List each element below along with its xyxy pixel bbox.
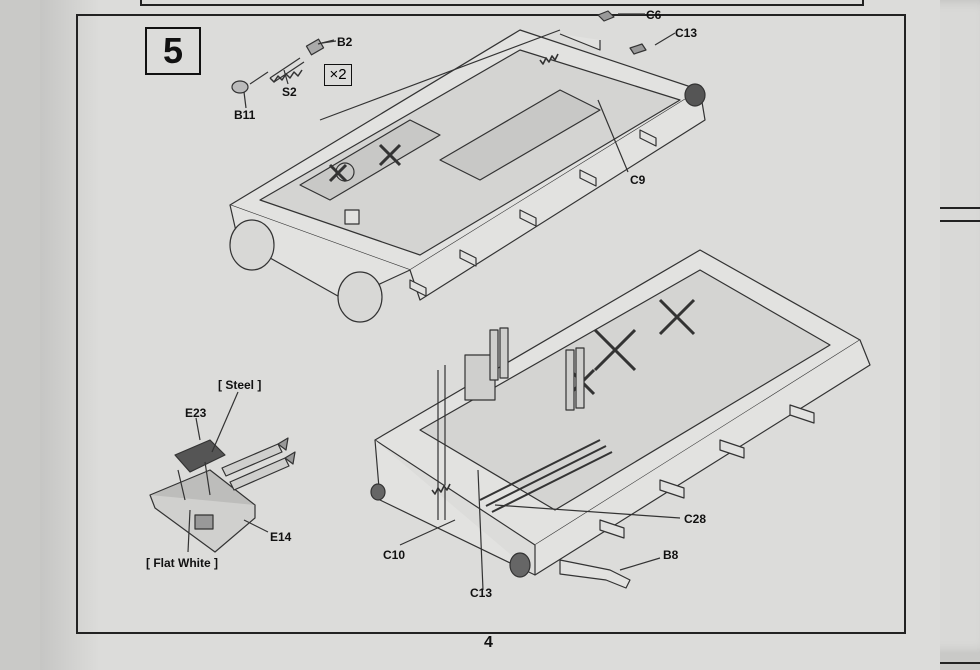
label-c6: C6 bbox=[646, 8, 662, 22]
shell-pair bbox=[221, 437, 296, 491]
ammo-rack-assembly bbox=[149, 437, 296, 553]
upper-hull-assembly bbox=[229, 10, 706, 323]
label-steel: [ Steel ] bbox=[218, 378, 262, 392]
label-e23: E23 bbox=[185, 406, 207, 420]
label-c13-top: C13 bbox=[675, 26, 698, 40]
label-flat-white: [ Flat White ] bbox=[146, 556, 218, 570]
assembly-illustration bbox=[149, 10, 871, 591]
label-s2: S2 bbox=[282, 85, 297, 99]
label-c10: C10 bbox=[383, 548, 406, 562]
label-b2: B2 bbox=[337, 35, 353, 49]
label-c28: C28 bbox=[684, 512, 707, 526]
suspension-arm bbox=[409, 129, 657, 297]
label-b8: B8 bbox=[663, 548, 679, 562]
step-number: 5 bbox=[145, 27, 201, 75]
label-c9: C9 bbox=[630, 173, 646, 187]
page-number: 4 bbox=[484, 634, 493, 651]
page-shadow bbox=[40, 0, 100, 670]
label-e14: E14 bbox=[270, 530, 292, 544]
quantity-multiplier: ×2 bbox=[324, 64, 352, 86]
suspension-arm bbox=[559, 404, 815, 589]
label-c13-bottom: C13 bbox=[470, 586, 493, 600]
previous-step-frame-edge bbox=[140, 0, 864, 6]
shells bbox=[489, 327, 585, 411]
step-frame bbox=[76, 14, 906, 634]
label-b11: B11 bbox=[234, 108, 256, 122]
lower-hull-assembly bbox=[370, 249, 871, 589]
